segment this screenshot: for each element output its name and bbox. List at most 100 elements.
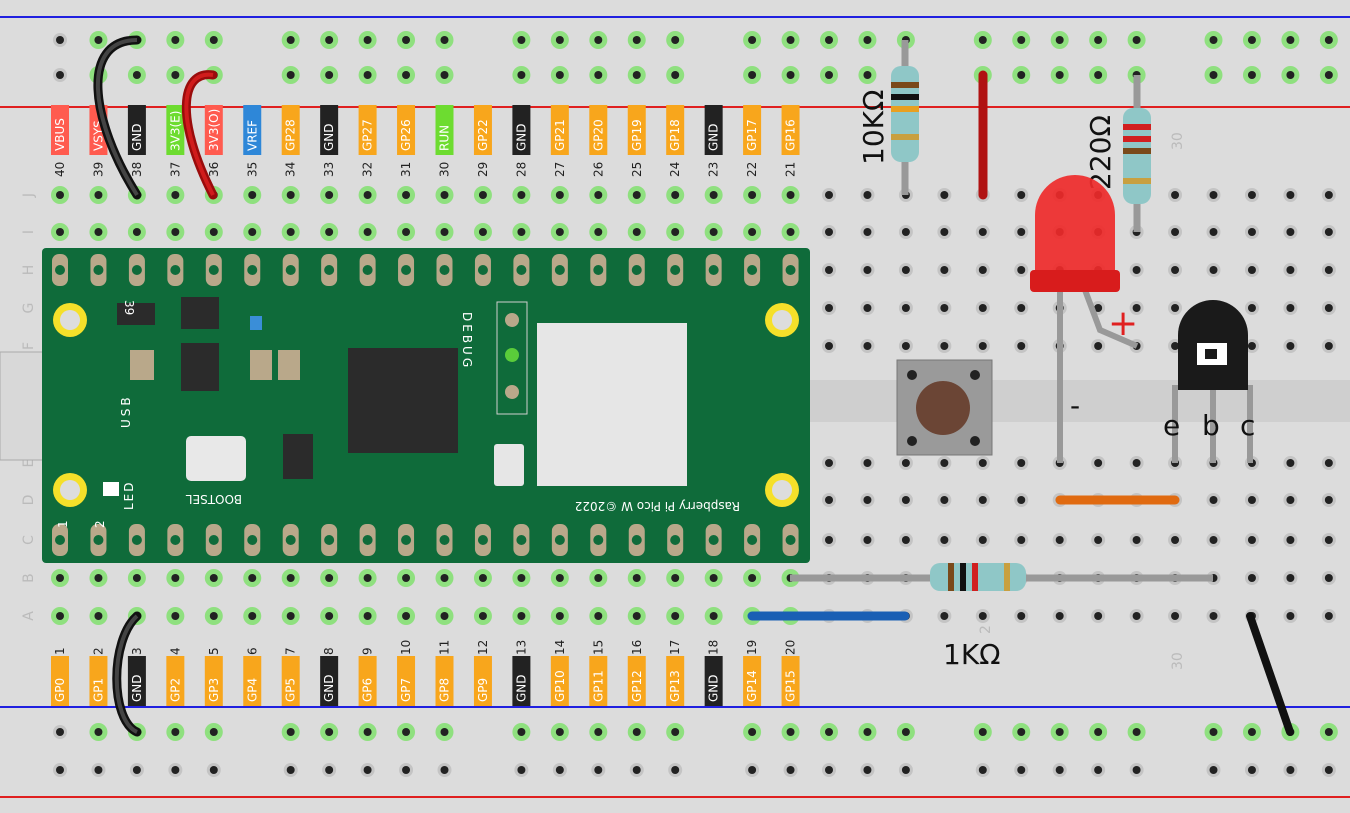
pin-label: GP19: [630, 119, 644, 151]
pin-label: GND: [707, 674, 721, 702]
resistor-220-label: 220Ω: [1084, 115, 1117, 190]
pin-number: 14: [553, 640, 567, 655]
pin-number: 20: [784, 640, 798, 655]
pin-number: 35: [245, 162, 259, 177]
resistor-1k-label: 1KΩ: [943, 638, 1001, 671]
debug-header: [496, 301, 528, 415]
bottom-pin-10: GP7 10: [397, 640, 416, 706]
pin-label: GP18: [668, 119, 682, 151]
row-letter-A: A: [21, 611, 37, 621]
pin-label: VBUS: [53, 118, 67, 151]
pin-label-tag: [358, 656, 377, 706]
pin-label-tag: [550, 105, 569, 155]
pin-label: GND: [322, 674, 336, 702]
pin-label: GP0: [53, 678, 67, 702]
led-anode-plus: +: [1108, 303, 1138, 344]
pin-label-tag: [704, 656, 723, 706]
column-label-mid: 2: [978, 625, 994, 634]
wifi-module: [537, 323, 687, 486]
pin-number: 25: [630, 162, 644, 177]
bootsel-button[interactable]: [186, 436, 246, 481]
pin-number: 13: [514, 640, 528, 655]
black-gnd-wire-right[interactable]: [1246, 612, 1294, 736]
pin-label-tag: [51, 656, 69, 706]
resistor-10k[interactable]: [891, 40, 919, 195]
pin-label-tag: [166, 105, 185, 155]
pin-label-tag: [743, 105, 762, 155]
pin-label-tag: [512, 105, 531, 155]
led-indicator: [103, 482, 119, 496]
pin-label: VREF: [245, 120, 259, 151]
row-letter-E: E: [21, 459, 37, 468]
pin-label-tag: [704, 105, 723, 155]
pin-number: 38: [130, 162, 144, 177]
resistor-220[interactable]: [1123, 75, 1151, 232]
top-pin-32: GP27 32: [358, 105, 377, 177]
pin-label-tag: [166, 656, 185, 706]
pin-label: GP9: [476, 678, 490, 702]
resistor-1k[interactable]: [790, 563, 1213, 591]
resistor-10k-label: 10KΩ: [857, 90, 890, 165]
pin-label-tag: [666, 656, 685, 706]
npn-transistor[interactable]: [1172, 300, 1253, 463]
pin-number: 19: [745, 640, 759, 655]
pin-label: GND: [514, 123, 528, 151]
pin-label: GP2: [168, 678, 182, 702]
pin-label-tag: [397, 105, 416, 155]
pin-number: 23: [707, 162, 721, 177]
pin-label: GND: [130, 674, 144, 702]
pin-label-tag: [127, 105, 146, 155]
bottom-pin-1: GP0 1: [51, 647, 69, 706]
rp2040-chip: [348, 348, 458, 453]
row-letter-F: F: [21, 342, 37, 350]
pin-label: 3V3(E): [168, 111, 182, 151]
transistor-emitter-label: e: [1163, 409, 1180, 442]
pin-number: 31: [399, 162, 413, 177]
row-letter-J: J: [21, 193, 37, 198]
pin-label: GP20: [591, 119, 605, 151]
led-label: LED: [122, 480, 136, 510]
top-pin-35: VREF 35: [243, 105, 262, 177]
row-letter-H: H: [21, 265, 37, 276]
pin-number: 10: [399, 640, 413, 655]
pin-number: 30: [438, 162, 452, 177]
pin-number: 4: [168, 647, 182, 655]
transistor-base-label: b: [1202, 409, 1220, 442]
pin-label: GND: [707, 123, 721, 151]
push-button[interactable]: [896, 359, 993, 456]
row-letter-D: D: [21, 495, 37, 506]
pin-label-tag: [127, 656, 146, 706]
pin-label: GP7: [399, 678, 413, 702]
pin-number: 26: [591, 162, 605, 177]
pin-label: GP10: [553, 670, 567, 702]
pin-number: 32: [361, 162, 375, 177]
pin-label-tag: [435, 656, 454, 706]
pin-label: GP27: [361, 119, 375, 151]
pin-number: 28: [514, 162, 528, 177]
pin-label-tag: [666, 105, 685, 155]
pin-number: 1: [53, 647, 67, 655]
top-pin-24: GP18 24: [666, 105, 685, 177]
red-led[interactable]: [1030, 175, 1139, 463]
row-letter-C: C: [21, 535, 37, 545]
pin-number: 3: [130, 647, 144, 655]
pin-label: GND: [322, 123, 336, 151]
pin-number: 24: [668, 162, 682, 177]
row-letter-I: I: [21, 230, 37, 234]
pin-label-tag: [435, 105, 454, 155]
pin-number: 17: [668, 640, 682, 655]
pin-number: 39: [91, 162, 105, 177]
